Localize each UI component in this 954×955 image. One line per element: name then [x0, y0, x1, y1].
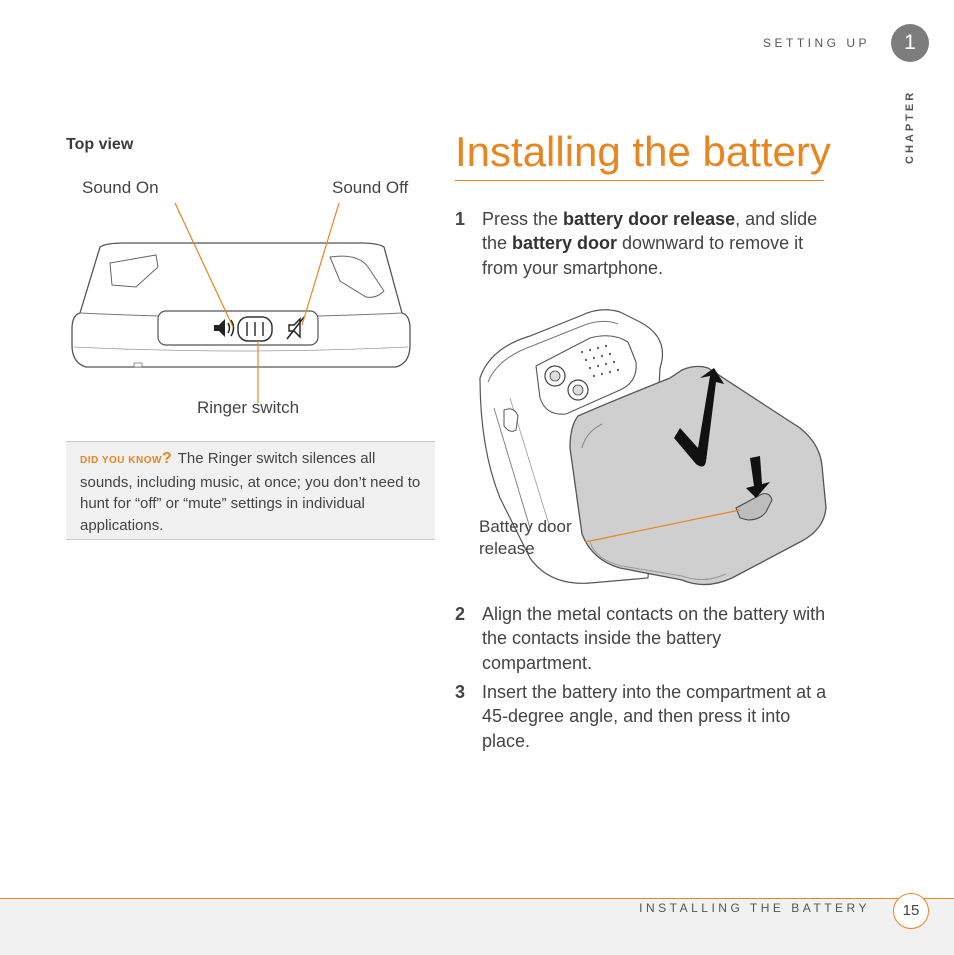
battery-door-illustration — [479, 309, 827, 586]
heading-rule — [455, 180, 824, 181]
step-number: 2 — [455, 604, 466, 624]
running-head: SETTING UP — [762, 36, 870, 50]
device-body — [71, 242, 411, 368]
step-number: 3 — [455, 682, 466, 702]
term-battery-door: battery door — [512, 233, 618, 254]
callout-ringer-switch: Ringer switch — [197, 398, 300, 417]
camera-module — [535, 335, 637, 415]
sound-on-icon — [214, 319, 235, 337]
tip-text: The Ringer switch silences all sounds, i… — [80, 450, 421, 534]
battery-door-release-tab — [735, 493, 773, 521]
top-view-illustration — [71, 202, 411, 403]
step-2: 2 Align the metal contacts on the batter… — [455, 602, 830, 675]
footer-band — [0, 898, 954, 955]
right-grip — [329, 255, 385, 298]
step-text: Insert the battery into the compartment … — [482, 682, 827, 751]
tip-question-mark: ? — [161, 450, 172, 467]
figure-title-top-view: Top view — [66, 136, 134, 153]
did-you-know-tip: DID YOU KNOW?The Ringer switch silences … — [66, 441, 435, 540]
section-heading: Installing the battery — [455, 128, 831, 175]
step-text: Press the battery door release, and slid… — [482, 209, 818, 278]
left-grip — [109, 254, 159, 288]
push-down-arrow-icon — [746, 456, 770, 498]
tip-label: DID YOU KNOW — [80, 455, 162, 466]
battery-door — [569, 365, 827, 586]
step-text: Align the metal contacts on the battery … — [482, 604, 826, 673]
term-battery-door-release: battery door release — [563, 209, 736, 229]
step-3: 3 Insert the battery into the compartmen… — [455, 680, 830, 753]
step-1: 1 Press the battery door release, and sl… — [455, 207, 830, 280]
callout-battery-door-release: Battery door release — [479, 517, 572, 558]
slide-arrow-icon — [674, 368, 724, 467]
running-foot: INSTALLING THE BATTERY — [639, 901, 870, 915]
sound-off-icon — [286, 316, 305, 340]
page-number: 15 — [893, 893, 929, 929]
callout-sound-on: Sound On — [82, 178, 159, 197]
speaker-grille — [580, 344, 620, 378]
callout-sound-off: Sound Off — [332, 178, 409, 197]
chapter-label: CHAPTER — [904, 89, 916, 164]
chapter-number-badge: 1 — [891, 24, 929, 62]
step-number: 1 — [455, 209, 466, 229]
